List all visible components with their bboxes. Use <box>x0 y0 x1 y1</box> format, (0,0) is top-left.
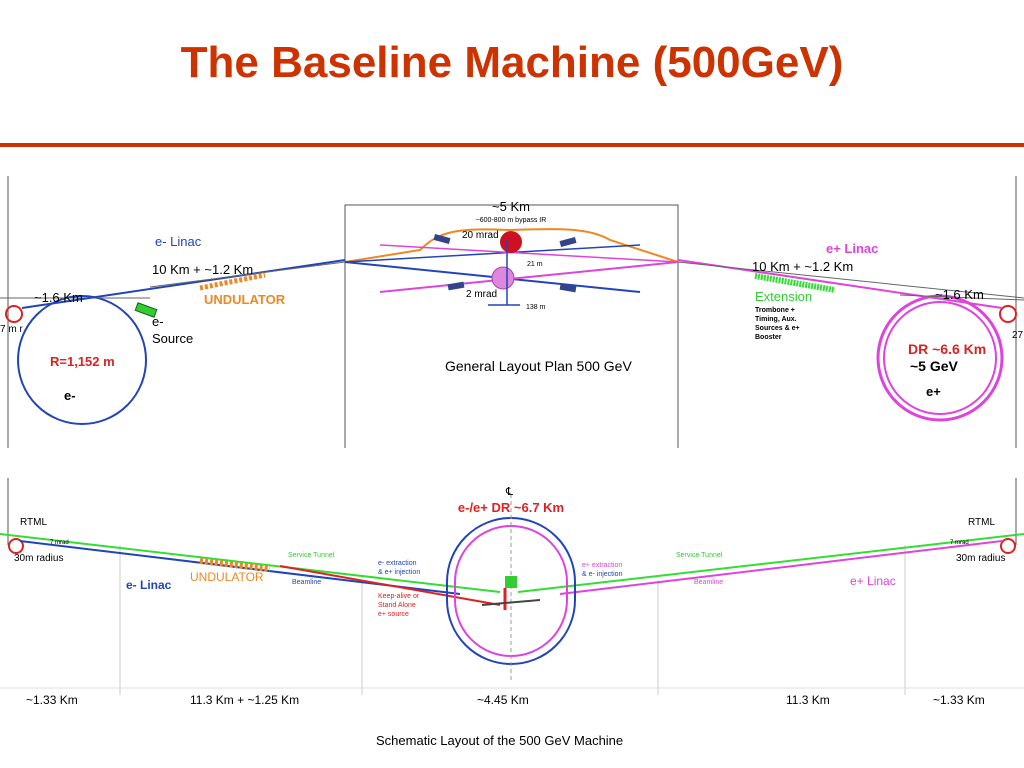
e-plus-linac-label: e+ Linac <box>826 241 878 256</box>
left-tunnel-line <box>149 261 346 288</box>
bottom-undulator-marker <box>199 558 271 572</box>
keep-alive-label-1: Keep-alive or <box>378 593 420 600</box>
left-mrad-label: 7 mrad <box>50 540 69 546</box>
bottom-e-plus-linac: e+ Linac <box>850 574 896 588</box>
ir-magenta-crossing-a <box>379 261 679 293</box>
dim-21m-label: 21 m <box>527 261 543 268</box>
undulator-marker <box>199 272 266 291</box>
ir-blue-crossing-b <box>344 244 641 263</box>
left-rtml-label: RTML <box>20 517 47 528</box>
right-mrad-label: 7 mrad <box>950 540 969 546</box>
right-rtml-length: ~1.6 Km <box>935 287 984 302</box>
left-beamline-label: Beamline <box>292 579 321 586</box>
e-source-label-2: Source <box>152 331 193 346</box>
e-minus-source-marker <box>134 302 158 318</box>
bottom-undulator-label: UNDULATOR <box>190 570 264 584</box>
e-minus-linac-label: e- Linac <box>155 234 202 249</box>
left-ring-label: e- <box>64 388 76 403</box>
left-length-label: 10 Km + ~1.2 Km <box>152 262 253 277</box>
e-minus-linac-line <box>21 259 346 309</box>
e-plus-damping-ring-inner <box>883 301 997 415</box>
detector-magnet-2 <box>559 237 577 247</box>
dim-label-3: ~4.45 Km <box>477 693 529 707</box>
right-rtml-label: RTML <box>968 517 995 528</box>
centerline-symbol: ℄ <box>505 486 513 498</box>
extension-note-3: Sources & e+ <box>755 325 800 332</box>
mrad-2-label: 2 mrad <box>466 289 497 300</box>
ir-magenta-crossing-b <box>379 244 679 263</box>
right-beamline-label: Beamline <box>694 579 723 586</box>
e-extraction-left-2: & e+ injection <box>378 569 420 576</box>
top-layout-diagram: ~5 Km ~600-800 m bypass IR 20 mrad 2 mra… <box>0 176 1024 448</box>
bottom-caption: Schematic Layout of the 500 GeV Machine <box>376 733 623 748</box>
bypass-ir-label: ~600-800 m bypass IR <box>476 217 547 224</box>
title-divider <box>0 143 1024 147</box>
left-ring-radius: R=1,152 m <box>50 354 115 369</box>
left-turnaround-loop <box>5 305 23 323</box>
keep-alive-label-3: e+ source <box>378 611 409 618</box>
central-detector-line <box>481 599 541 606</box>
dim-label-2: 11.3 Km + ~1.25 Km <box>190 693 299 707</box>
left-service-tunnel-label: Service Tunnel <box>288 552 335 559</box>
right-length-label: 10 Km + ~1.2 Km <box>752 259 853 274</box>
interaction-point-2mrad <box>491 266 515 290</box>
e-source-label-1: e- <box>152 314 164 329</box>
e-minus-damping-ring <box>17 295 147 425</box>
slide-title: The Baseline Machine (500GeV) <box>180 38 844 87</box>
e-extraction-right-1: e+ extraction <box>582 562 622 569</box>
dim-label-4: 11.3 Km <box>786 693 830 707</box>
bottom-e-minus-linac: e- Linac <box>126 578 172 592</box>
interaction-point-20mrad <box>500 231 522 253</box>
bottom-layout-diagram: ℄ e-/e+ DR ~6.7 Km RTML RTML 7 mrad 7 mr… <box>0 478 1024 748</box>
right-turnaround-loop <box>999 305 1017 323</box>
dim-label-1: ~1.33 Km <box>26 693 78 707</box>
right-tunnel-line <box>677 261 1024 299</box>
dim-label-5: ~1.33 Km <box>933 693 985 707</box>
ir-span-label: ~5 Km <box>492 199 530 214</box>
detector-magnet-4 <box>559 283 577 293</box>
right-beamline <box>559 540 1003 595</box>
e-extraction-right-2: & e- injection <box>582 571 623 578</box>
right-service-tunnel-label: Service Tunnel <box>676 552 723 559</box>
extension-marker <box>754 273 836 293</box>
extension-note-2: Timing, Aux. <box>755 316 797 323</box>
right-radius-label: 30m radius <box>956 553 1005 564</box>
right-ring-energy: ~5 GeV <box>910 358 959 374</box>
extension-note-4: Booster <box>755 334 782 341</box>
dim-138m-label: 138 m <box>526 304 546 311</box>
extension-note-1: Trombone + <box>755 307 795 314</box>
mrad-20-label: 20 mrad <box>462 230 499 241</box>
detector-magnet-1 <box>433 234 451 244</box>
left-edge-label: 7 m r <box>0 324 23 335</box>
top-caption: General Layout Plan 500 GeV <box>445 358 632 374</box>
ir-region-box <box>344 204 679 448</box>
dr-label: e-/e+ DR ~6.7 Km <box>458 500 564 515</box>
right-service-tunnel-line <box>517 533 1024 593</box>
keep-alive-label-2: Stand Alone <box>378 602 416 609</box>
right-ring-dr: DR ~6.6 Km <box>908 341 986 357</box>
left-radius-label: 30m radius <box>14 553 63 564</box>
left-service-tunnel-line <box>0 533 501 593</box>
e-extraction-left-1: e- extraction <box>378 560 417 567</box>
left-rtml-length: ~1.6 Km <box>34 290 83 305</box>
right-rtml-gray <box>899 294 1024 301</box>
bottom-left-turnaround <box>8 538 24 554</box>
right-ring-label: e+ <box>926 384 941 399</box>
e-plus-damping-ring <box>876 294 1004 422</box>
keep-alive-line <box>279 565 501 606</box>
detector-magnet-3 <box>447 281 465 291</box>
bottom-right-turnaround <box>1000 538 1016 554</box>
undulator-label: UNDULATOR <box>204 292 286 307</box>
right-edge-label: 27 <box>1012 330 1024 341</box>
central-source-marker <box>505 576 517 588</box>
extension-label: Extension <box>755 289 812 304</box>
